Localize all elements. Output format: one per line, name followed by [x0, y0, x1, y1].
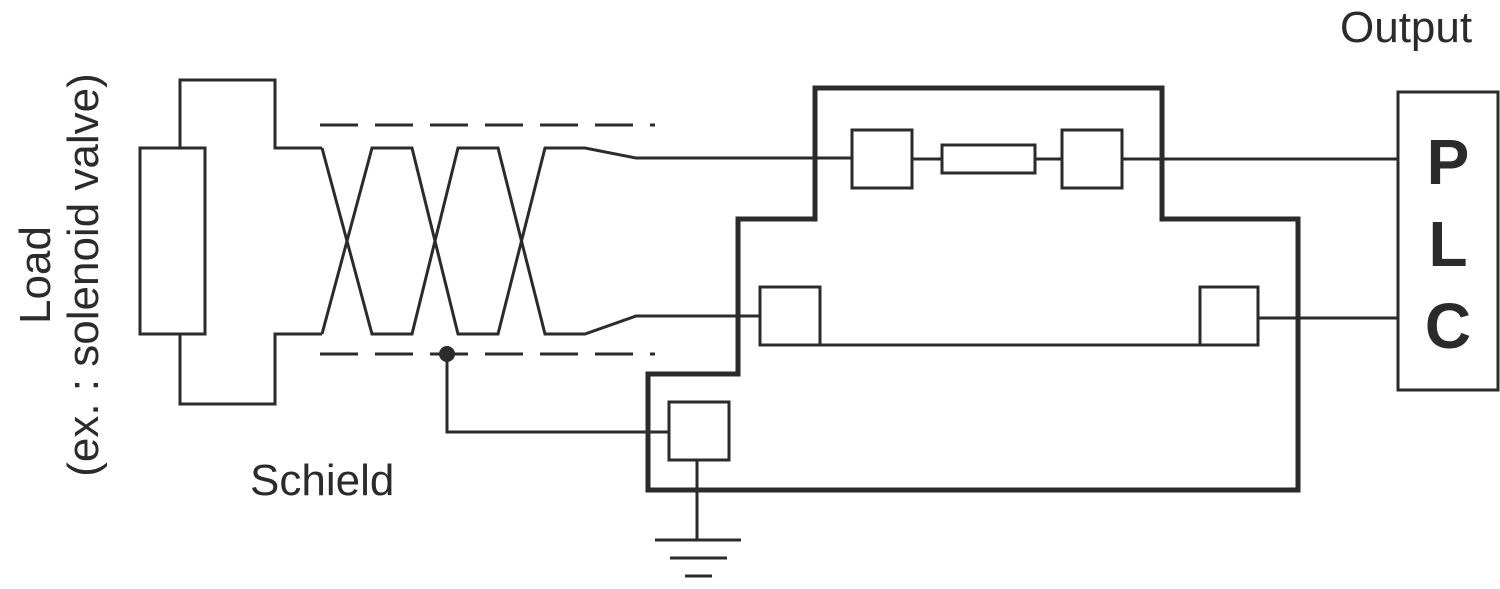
ground-icon [655, 538, 741, 578]
plc-letter-p: P [1426, 126, 1470, 198]
output-label: Output [1340, 3, 1473, 52]
load-lower-lead [178, 332, 322, 406]
terminal-lower-left [758, 285, 822, 347]
load-component [138, 146, 207, 336]
junction-dot-icon [439, 346, 455, 362]
terminal-upper-right [1060, 128, 1124, 190]
load-label-line1: Load [11, 226, 60, 324]
shield-drain-wire [445, 354, 669, 434]
plc-letter-c: C [1424, 290, 1472, 362]
plc-letter-l: L [1428, 208, 1468, 280]
shield-label: Schield [250, 456, 395, 505]
terminal-upper-left [850, 128, 914, 190]
twisted-pair-wire-a [320, 146, 760, 336]
twisted-pair-wire-b [320, 146, 852, 336]
terminal-lower-right [1198, 285, 1260, 347]
enclosure-outline [645, 85, 1301, 493]
load-label-line2: (ex. : solenoid valve) [59, 73, 108, 477]
plc-box [1396, 90, 1500, 392]
load-upper-lead [178, 78, 322, 150]
fuse-component [940, 143, 1037, 175]
terminal-ground [667, 400, 731, 462]
load-label: Load (ex. : solenoid valve) [11, 73, 108, 477]
